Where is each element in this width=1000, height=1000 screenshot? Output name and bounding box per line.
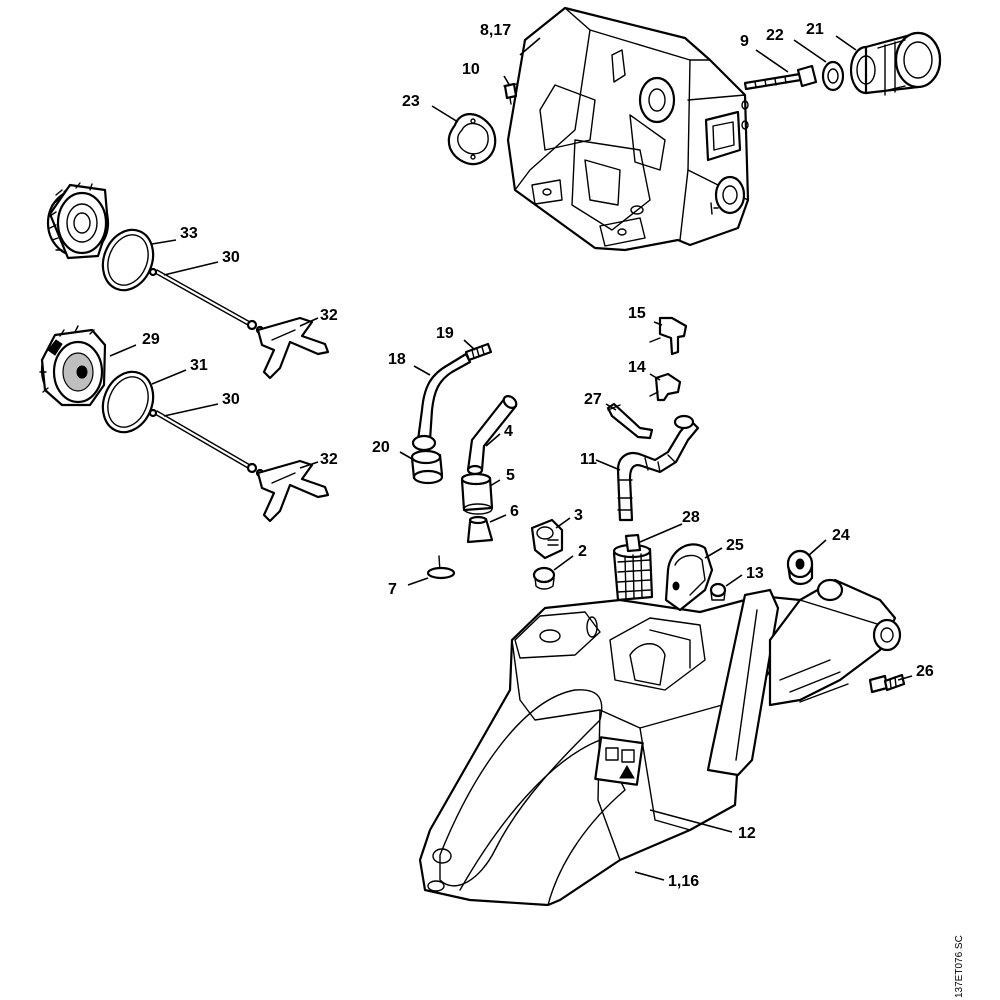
gasket-23-part (447, 113, 497, 166)
callout-26: 26 (916, 663, 934, 680)
callout-21: 21 (806, 21, 824, 38)
hose-4-part (466, 394, 518, 476)
cover-25-part (664, 543, 714, 612)
callout-32-lower: 32 (320, 451, 338, 468)
callout-31: 31 (190, 357, 208, 374)
callout-5: 5 (506, 467, 515, 484)
cap-2-part (532, 566, 556, 590)
callout-11: 11 (580, 451, 597, 468)
callout-15: 15 (628, 305, 646, 322)
callout-12: 12 (738, 825, 756, 842)
callout-32-upper: 32 (320, 307, 338, 324)
nut-13-part (709, 582, 727, 601)
cable-30-lower-part (148, 408, 265, 478)
callout-28: 28 (682, 509, 700, 526)
elbow-15-part (649, 316, 688, 356)
washer-22-part (821, 60, 845, 92)
screw-10-part (503, 82, 518, 105)
av-buffer-21-part (849, 31, 942, 96)
callout-4: 4 (504, 423, 513, 440)
callout-1-16: 1,16 (668, 873, 699, 890)
av-spring-upper-part (46, 182, 110, 260)
callout-24: 24 (832, 527, 850, 544)
callout-27: 27 (584, 391, 602, 408)
callout-22: 22 (766, 27, 784, 44)
handle-bracket-part (506, 6, 750, 252)
valve-3-part (530, 518, 564, 560)
callout-10: 10 (462, 61, 480, 78)
bushing-24-part (786, 549, 814, 586)
bracket-32-lower-part (256, 459, 330, 523)
callout-20: 20 (372, 439, 390, 456)
callout-29: 29 (142, 331, 160, 348)
callout-6: 6 (510, 503, 519, 520)
callout-18: 18 (388, 351, 406, 368)
tank-housing-part (418, 578, 902, 907)
leader-lines (109, 35, 913, 881)
plug-5-part (460, 472, 494, 515)
bolt-9-part (743, 64, 818, 91)
callout-3: 3 (574, 507, 583, 524)
callout-30-upper: 30 (222, 249, 240, 266)
cable-30-upper-part (148, 267, 265, 335)
callout-9: 9 (740, 33, 749, 50)
callout-8-17: 8,17 (480, 22, 511, 39)
pipe-18-part (411, 352, 472, 452)
bracket-32-upper-part (256, 316, 330, 380)
callout-13: 13 (746, 565, 764, 582)
av-spring-lower-part (39, 325, 107, 407)
ring-33-part (101, 228, 155, 292)
callout-25: 25 (726, 537, 744, 554)
callout-30-lower: 30 (222, 391, 240, 408)
elbow-14-part (649, 372, 682, 402)
plug-6-part (466, 515, 494, 544)
spring-19-part (464, 342, 493, 362)
callout-23: 23 (402, 93, 420, 110)
screw-26-part (868, 673, 906, 694)
fuel-hose-11-part (616, 414, 700, 522)
callout-19: 19 (436, 325, 454, 342)
callout-labels: 8,17 10 23 9 22 21 33 30 32 29 31 30 32 … (142, 21, 934, 890)
pin-7-part (426, 555, 456, 580)
callout-2: 2 (578, 543, 587, 560)
callout-33: 33 (180, 225, 198, 242)
callout-14: 14 (628, 359, 646, 376)
grommet-20-part (410, 449, 444, 485)
hose-27-part (606, 402, 654, 440)
filter-28-part (612, 533, 654, 602)
figure-reference: 137ET076 SC (954, 935, 965, 998)
callout-7: 7 (388, 581, 397, 598)
